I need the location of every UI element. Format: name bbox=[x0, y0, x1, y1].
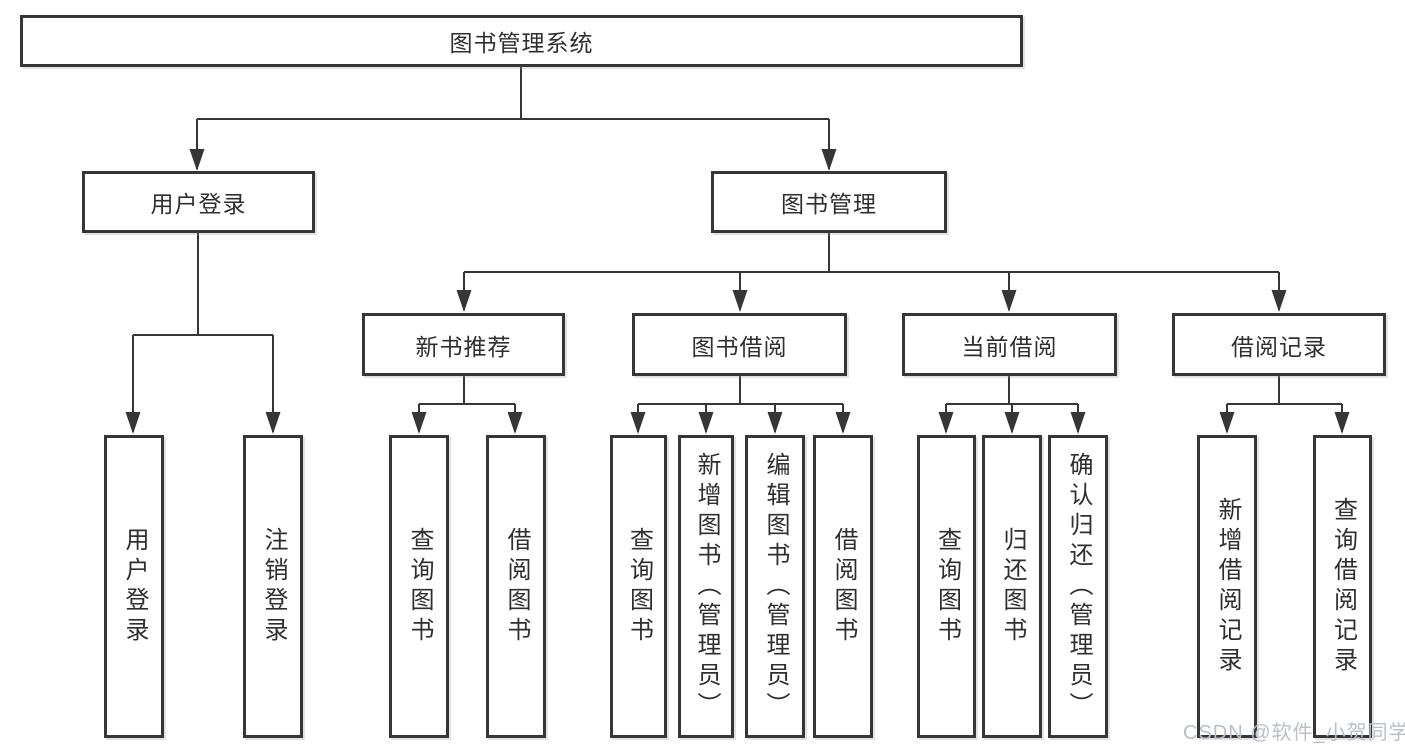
node-current-borrowing: 当前借阅 bbox=[902, 313, 1117, 376]
node-user-login: 用户登录 bbox=[82, 171, 315, 233]
node-label: 注销登录 bbox=[260, 526, 287, 647]
csdn-watermark: CSDN @软件_小贺同学 bbox=[1183, 722, 1405, 744]
leaf-confirm-return-admin: 确认归还（管理员） bbox=[1048, 435, 1108, 738]
node-label: 查询图书 bbox=[406, 526, 433, 647]
leaf-query-books-2: 查询图书 bbox=[610, 435, 667, 738]
node-label: 当前借阅 bbox=[961, 333, 1058, 360]
node-label: 借阅图书 bbox=[830, 526, 857, 647]
node-borrowing-records: 借阅记录 bbox=[1172, 313, 1386, 376]
node-label: 图书借阅 bbox=[691, 333, 788, 360]
node-label: 查询图书 bbox=[625, 526, 653, 647]
node-book-management-system: 图书管理系统 bbox=[20, 15, 1023, 67]
node-label: 用户登录 bbox=[150, 191, 247, 217]
node-label: 图书管理 bbox=[781, 191, 877, 217]
leaf-query-books-3: 查询图书 bbox=[917, 435, 976, 738]
node-label: 编辑图书（管理员） bbox=[762, 451, 789, 722]
leaf-return-books: 归还图书 bbox=[982, 435, 1042, 738]
node-label: 图书管理系统 bbox=[449, 30, 594, 56]
leaf-edit-book-admin: 编辑图书（管理员） bbox=[745, 435, 805, 738]
node-book-borrowing: 图书借阅 bbox=[632, 313, 847, 376]
leaf-borrow-books-1: 借阅图书 bbox=[486, 435, 546, 738]
leaf-logout: 注销登录 bbox=[243, 435, 303, 738]
leaf-user-login: 用户登录 bbox=[104, 435, 164, 738]
node-label: 新增借阅记录 bbox=[1214, 496, 1241, 677]
node-book-management: 图书管理 bbox=[711, 171, 947, 233]
node-label: 查询借阅记录 bbox=[1329, 496, 1357, 677]
node-label: 新书推荐 bbox=[415, 333, 512, 360]
node-label: 新增图书（管理员） bbox=[693, 451, 720, 722]
leaf-query-borrow-record: 查询借阅记录 bbox=[1313, 435, 1372, 738]
node-label: 确认归还（管理员） bbox=[1065, 451, 1092, 722]
node-label: 用户登录 bbox=[121, 526, 148, 647]
node-label: 归还图书 bbox=[999, 526, 1026, 647]
node-new-book-recommend: 新书推荐 bbox=[362, 313, 565, 376]
leaf-query-books-1: 查询图书 bbox=[389, 435, 449, 738]
node-label: 借阅图书 bbox=[503, 526, 530, 647]
leaf-borrow-books-2: 借阅图书 bbox=[813, 435, 873, 738]
leaf-add-borrow-record: 新增借阅记录 bbox=[1197, 435, 1257, 738]
node-label: 借阅记录 bbox=[1231, 333, 1327, 360]
leaf-add-book-admin: 新增图书（管理员） bbox=[678, 435, 734, 738]
node-label: 查询图书 bbox=[933, 526, 961, 647]
